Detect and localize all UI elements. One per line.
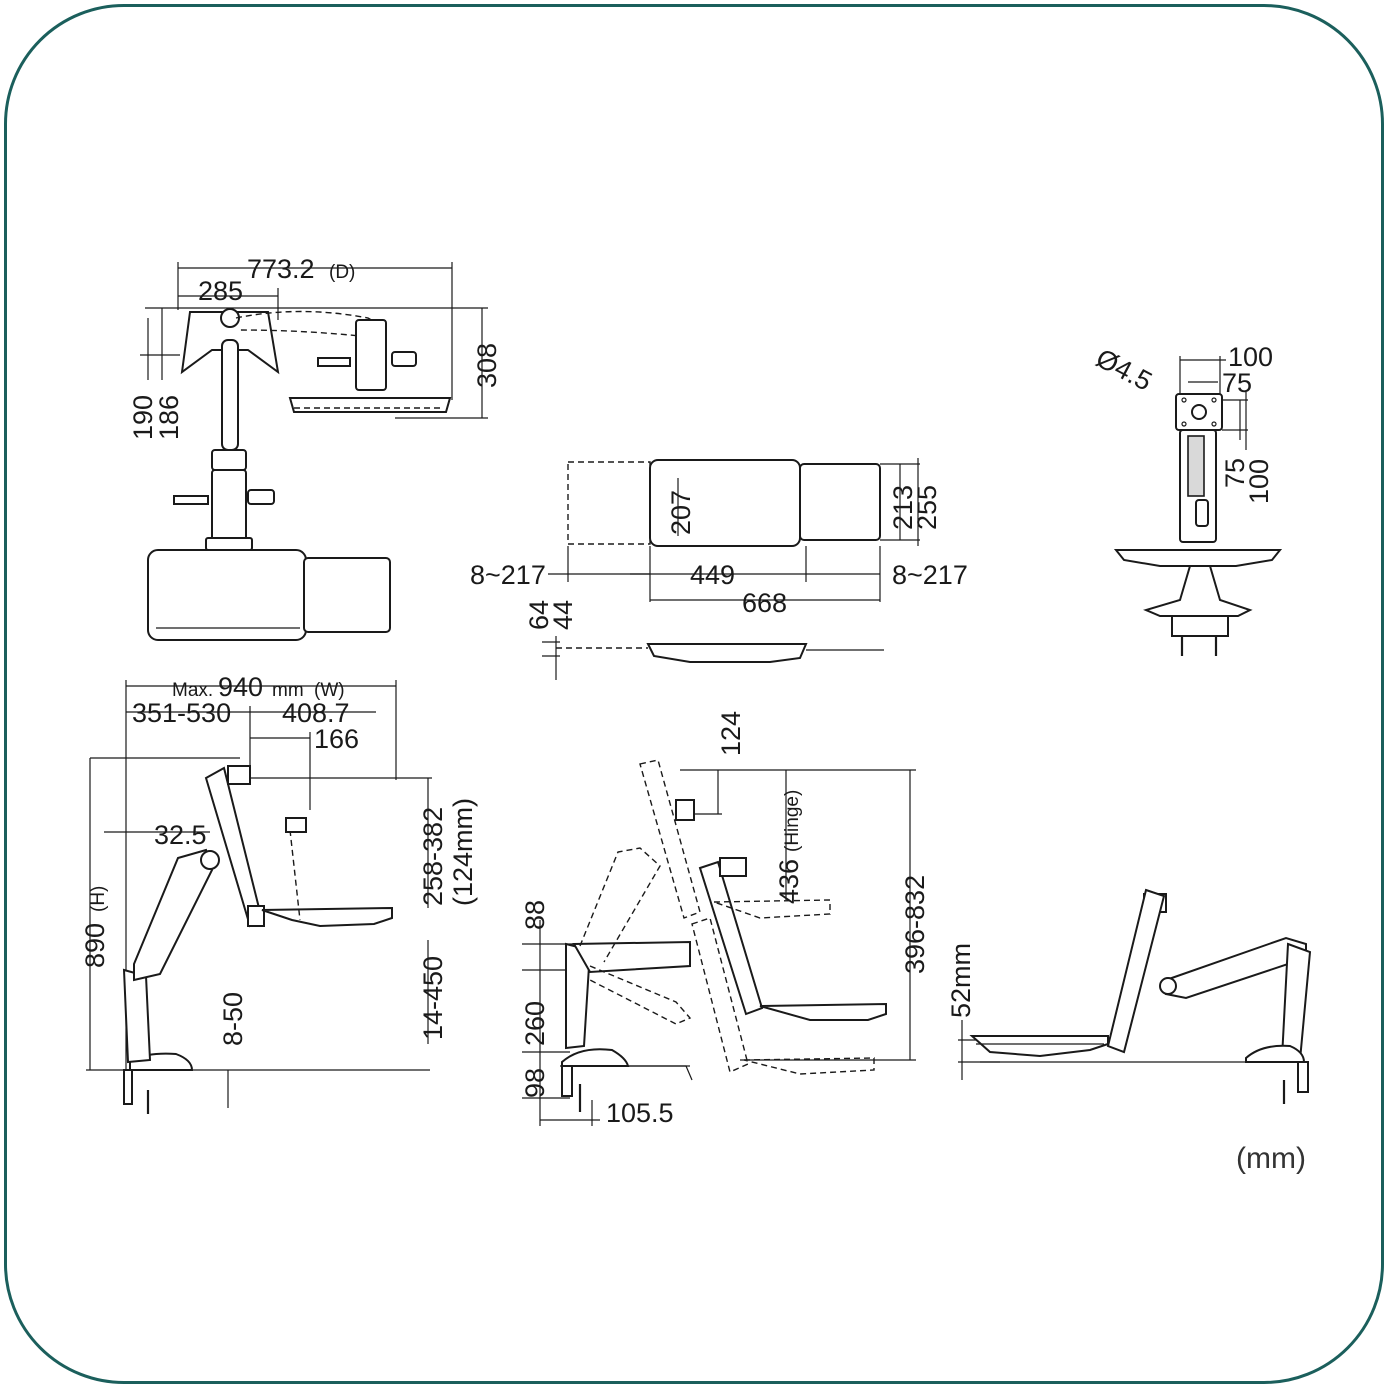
hinge-note-label: (Hinge): [782, 790, 803, 852]
stand-view: 52mm: [946, 888, 1312, 1104]
monitor-range-label: 258-382: [418, 807, 448, 906]
arm-a-label: 88: [520, 900, 550, 930]
depth-total-label: 773.2: [247, 254, 315, 284]
overall-height-suffix: (H): [88, 886, 109, 912]
overall-height-label: 890: [80, 923, 110, 968]
vesa-inner-v-label: 75: [1220, 458, 1250, 488]
tray-range-label: 14-450: [418, 956, 448, 1040]
vesa-hole-label: Ø4.5: [1091, 343, 1157, 397]
top-view: 773.2 (D) 285 308 190 186: [128, 254, 502, 641]
arm-width-label: 285: [198, 276, 243, 306]
height-left-b-label: 186: [154, 395, 184, 440]
slide-left-label: 8~217: [470, 560, 546, 590]
height-left-a-label: 190: [128, 395, 158, 440]
base-w-label: 105.5: [606, 1098, 674, 1128]
tray-depth-a-label: 207: [666, 490, 696, 535]
side-view: Ø4.5 100 75 75 100: [1091, 342, 1283, 656]
tray-depth-c-label: 255: [912, 485, 942, 530]
tray-gap-label: 52mm: [946, 943, 976, 1018]
max-width-label: 940: [218, 672, 263, 702]
reach-range-label: 351-530: [132, 698, 231, 728]
unit-label: (mm): [1236, 1142, 1306, 1175]
thickness-a-label: 64: [524, 600, 554, 630]
slide-right-label: 8~217: [892, 560, 968, 590]
front-view: Max. 940 mm (W) 351-530 408.7 166 32.5 8…: [80, 672, 478, 1114]
vesa-inner-label: 75: [1222, 368, 1252, 398]
base-h-label: 98: [520, 1068, 550, 1098]
max-width-unit: mm: [272, 680, 304, 701]
arm-b-label: 260: [520, 1001, 550, 1046]
rounded-frame: [4, 4, 1384, 1384]
vesa-outer-v-label: 100: [1244, 459, 1274, 504]
height-right-label: 308: [472, 343, 502, 388]
thickness-b-label: 44: [548, 600, 578, 630]
vesa-outer-label: 100: [1228, 342, 1273, 372]
max-width-prefix: Max.: [172, 680, 213, 701]
tray-width-label: 449: [690, 560, 735, 590]
motion-view: 124 436 (Hinge) 396-832 88 260 98 105.5: [520, 711, 930, 1128]
depth-suffix-label: (D): [329, 262, 355, 283]
tilt-label: 124: [716, 711, 746, 756]
total-width-label: 668: [742, 588, 787, 618]
pole-offset-label: 32.5: [154, 820, 207, 850]
keyboard-offset-label: 166: [314, 724, 359, 754]
hinge-height-label: 436: [774, 859, 804, 904]
monitor-range-note: (124mm): [448, 798, 478, 906]
max-width-suffix: (W): [314, 680, 345, 701]
clamp-range-label: 8-50: [218, 992, 248, 1046]
height-range-label: 396-832: [900, 875, 930, 974]
tray-view: 207 213 255 8~217 449 8~217 668 64 44: [470, 458, 968, 680]
reach-b-label: 408.7: [282, 698, 350, 728]
tray-depth-b-label: 213: [888, 485, 918, 530]
